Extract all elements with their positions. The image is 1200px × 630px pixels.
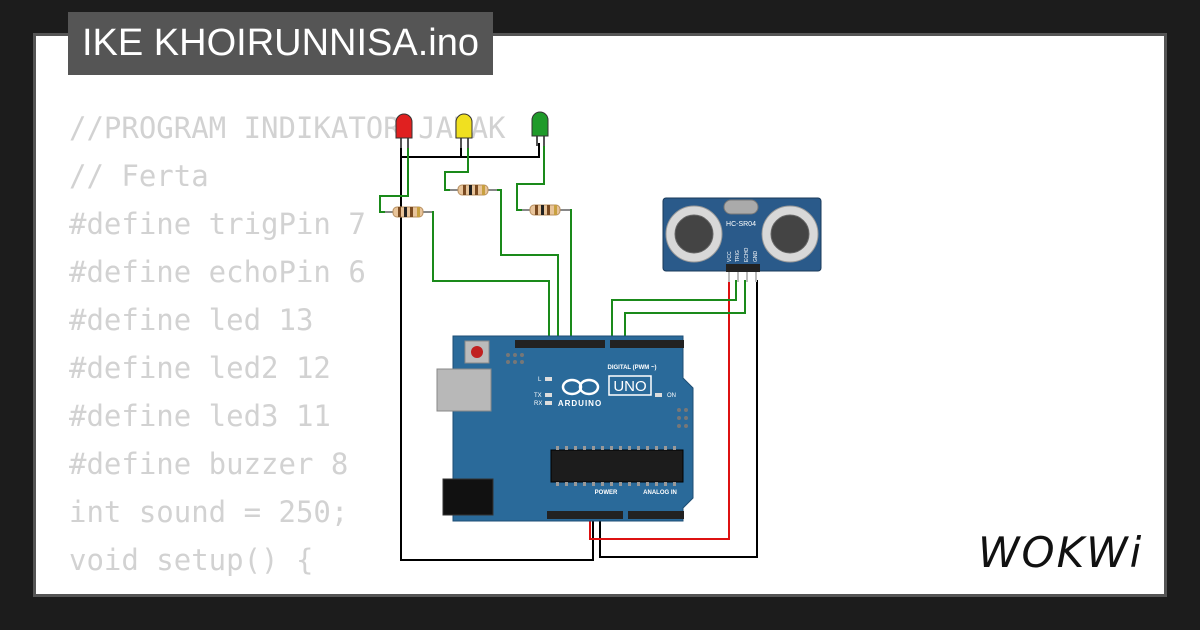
atmega-chip [550,449,684,483]
led-red[interactable] [395,113,413,148]
tx-label: TX [534,393,542,399]
arduino-logo [561,378,600,396]
wire-led2-pin[interactable] [495,189,559,345]
wire-led1-anode[interactable] [379,145,409,213]
resistor-1[interactable] [385,206,432,218]
digital-label: DIGITAL (PWM ~) [608,365,657,371]
code-line: Serial.begin(9600); [69,584,506,594]
rx-label: RX [534,401,542,407]
wire-led1-pin[interactable] [430,211,550,345]
wire-led3-anode[interactable] [516,143,545,211]
wokwi-logo: WOKWi [978,528,1144,577]
board-brand-label: ARDUINO [558,399,602,408]
analog-label: ANALOG IN [643,490,677,496]
power-header [547,511,623,519]
code-line: #define led3 11 [69,399,331,433]
sensor-pin-echo: ECHO [744,247,750,262]
sensor-pin-trig: TRIG [735,250,741,262]
code-line: // Ferta [69,159,209,193]
arduino-uno-board[interactable]: UNO ARDUINO DIGITAL (PWM ~) POWER ANALOG… [436,335,694,522]
analog-header [628,511,684,519]
board-model-label: UNO [613,378,646,395]
project-title: IKE KHOIRUNNISA.ino [68,12,493,75]
wire-led2-anode[interactable] [444,145,469,191]
wire-trig[interactable] [611,280,737,345]
digital-header-right [610,340,684,348]
digital-header-left [515,340,605,348]
resistor-3[interactable] [522,204,570,216]
code-line: #define led2 12 [69,351,331,385]
resistor-2[interactable] [450,184,497,196]
usb-port [436,368,492,412]
wire-led3-pin[interactable] [565,209,572,345]
l-led-label: L [538,377,542,383]
power-jack [442,478,494,516]
power-label: POWER [595,490,618,496]
code-line: //PROGRAM INDIKATOR JARAK [69,111,506,145]
led-yellow[interactable] [455,113,473,148]
wire-echo[interactable] [624,280,746,345]
sensor-pin-gnd: GND [753,251,759,263]
wire-gnd-bus[interactable] [400,143,540,158]
code-line: int sound = 250; [69,495,349,529]
code-line: void setup() { [69,543,314,577]
code-line: #define buzzer 8 [69,447,349,481]
code-line: #define echoPin 6 [69,255,366,289]
reset-button[interactable] [471,346,483,358]
ultrasonic-sensor[interactable]: HC-SR04 VCC TRIG ECHO GND [662,197,822,282]
led-green[interactable] [531,111,549,146]
sensor-model-label: HC-SR04 [726,221,756,228]
code-preview: //PROGRAM INDIKATOR JARAK // Ferta #define… [69,104,506,594]
code-line: #define trigPin 7 [69,207,366,241]
on-led-label: ON [667,393,676,399]
code-line: #define led 13 [69,303,314,337]
wire-vcc-sensor[interactable] [589,280,730,540]
sensor-pin-vcc: VCC [727,251,733,262]
